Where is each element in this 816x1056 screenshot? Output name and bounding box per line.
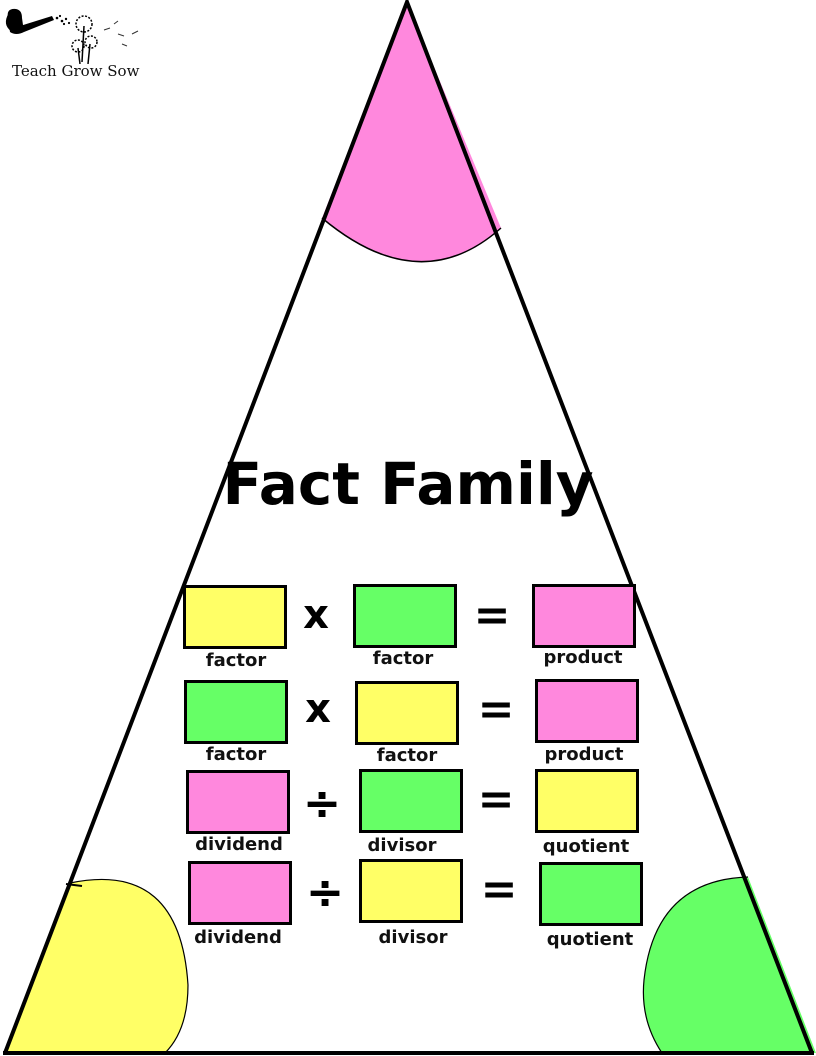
logo: Teach Grow Sow [2, 4, 152, 84]
answer-box-dividend[interactable] [186, 770, 290, 834]
answer-box-factor[interactable] [184, 680, 288, 744]
logo-text: Teach Grow Sow [12, 62, 140, 80]
page-title: Fact Family [222, 450, 594, 518]
answer-box-factor[interactable] [183, 585, 287, 649]
box-label: dividend [194, 927, 282, 948]
divide-sign: ÷ [305, 865, 345, 919]
box-label: quotient [542, 836, 630, 857]
box-label: divisor [378, 927, 448, 948]
answer-box-quotient[interactable] [539, 862, 643, 926]
watering-can-dandelion-icon [5, 8, 139, 65]
answer-box-factor[interactable] [353, 584, 457, 648]
box-label: product [544, 744, 624, 765]
equals-sign: = [477, 774, 515, 825]
multiply-sign: x [303, 592, 329, 638]
bottom-right-corner-sector [642, 876, 816, 1054]
answer-box-product[interactable] [535, 679, 639, 743]
box-label: divisor [367, 835, 437, 856]
equals-sign: = [477, 684, 515, 735]
answer-box-divisor[interactable] [359, 859, 463, 923]
answer-box-factor[interactable] [355, 681, 459, 745]
box-label: dividend [195, 834, 283, 855]
box-label: factor [205, 744, 267, 765]
answer-box-divisor[interactable] [359, 769, 463, 833]
multiply-sign: x [305, 686, 331, 732]
answer-box-quotient[interactable] [535, 769, 639, 833]
triangle-outline [3, 0, 814, 1054]
box-label: factor [376, 745, 438, 766]
answer-box-product[interactable] [532, 584, 636, 648]
divide-sign: ÷ [302, 776, 342, 830]
top-corner-sector [321, 2, 502, 263]
equals-sign: = [480, 864, 518, 915]
box-label: quotient [546, 929, 634, 950]
answer-box-dividend[interactable] [188, 861, 292, 925]
box-label: factor [205, 650, 267, 671]
box-label: factor [372, 648, 434, 669]
equals-sign: = [473, 590, 511, 641]
box-label: product [543, 647, 623, 668]
bottom-left-corner-sector [5, 878, 189, 1054]
